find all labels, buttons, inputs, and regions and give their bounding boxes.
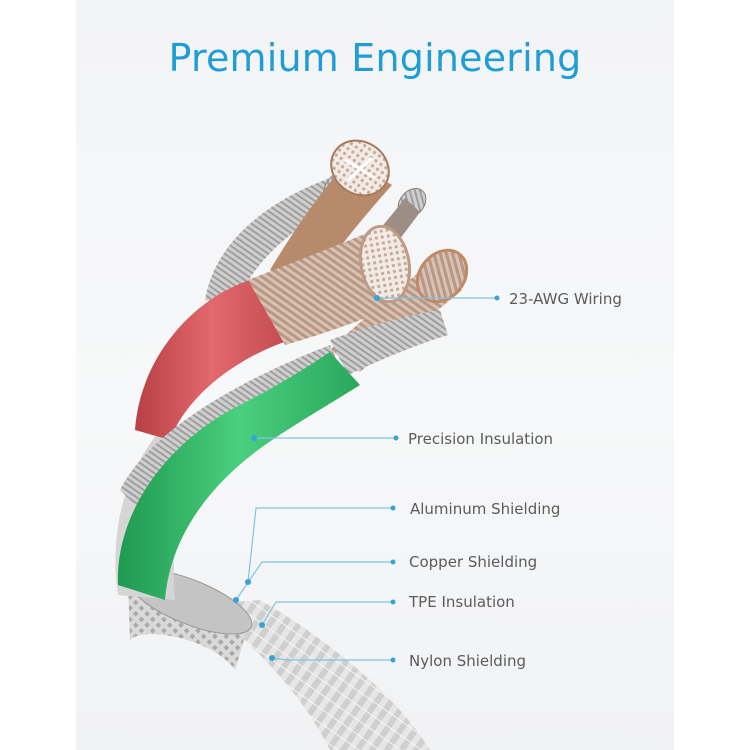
red-wire — [135, 280, 290, 440]
callout-tpe-insulation: TPE Insulation — [409, 593, 515, 611]
callout-nylon-shielding: Nylon Shielding — [409, 652, 527, 670]
callout-lines — [235, 297, 497, 661]
callout-precision-insulation: Precision Insulation — [408, 430, 554, 448]
nylon-braid-jacket — [200, 600, 430, 750]
page-title: Premium Engineering — [168, 36, 582, 80]
callout-copper-shielding: Copper Shielding — [409, 553, 538, 571]
callout-aluminum-shielding: Aluminum Shielding — [410, 500, 561, 518]
green-wire — [117, 352, 360, 600]
callout-dots — [233, 295, 500, 663]
callout-23-awg-wiring: 23-AWG Wiring — [509, 290, 622, 308]
